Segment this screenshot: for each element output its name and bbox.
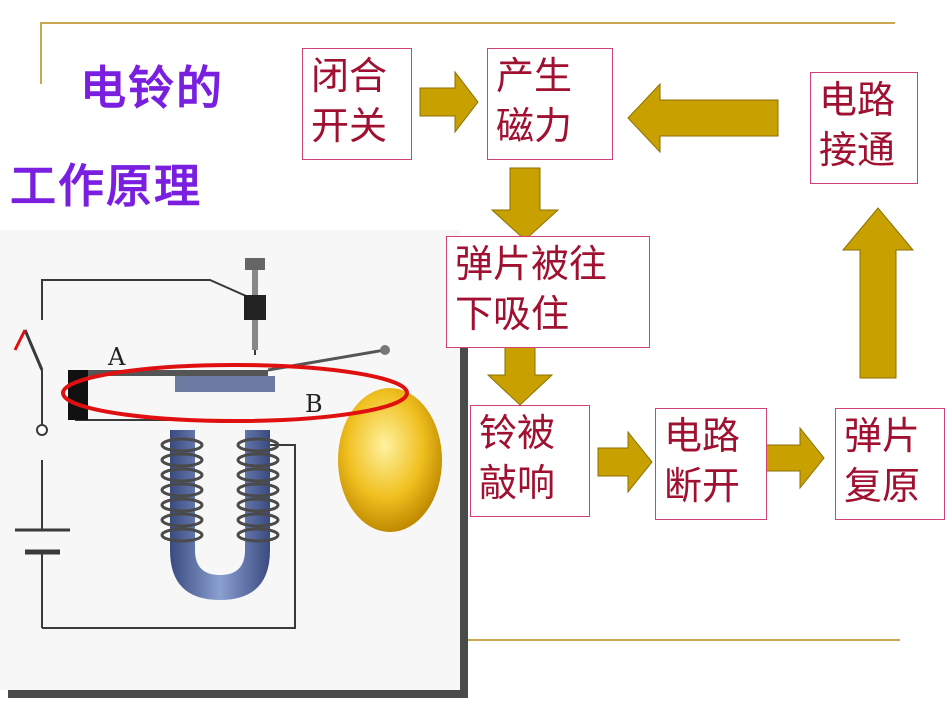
box-spring-pulled-line-2: 下吸住 bbox=[455, 292, 570, 336]
label-a: A bbox=[107, 343, 126, 371]
arrow-left-icon bbox=[627, 82, 779, 154]
box-magnetism-line-2: 磁力 bbox=[496, 104, 573, 148]
top-rule bbox=[40, 22, 895, 24]
box-spring-pulled-line-1: 弹片被往 bbox=[455, 242, 608, 286]
box-close-switch: 闭合 开关 bbox=[302, 48, 412, 160]
electromagnet-icon bbox=[160, 430, 280, 600]
box-circuit-off-line-1: 电路 bbox=[664, 414, 741, 458]
arrow-up-icon bbox=[841, 207, 915, 379]
box-bell-rings: 铃被 敲响 bbox=[470, 405, 590, 517]
box-spring-reset: 弹片 复原 bbox=[835, 408, 945, 520]
bottom-rule bbox=[460, 639, 900, 641]
switch-icon bbox=[13, 329, 48, 436]
box-close-switch-line-1: 闭合 bbox=[311, 54, 388, 98]
battery-icon bbox=[15, 528, 70, 555]
label-b: B bbox=[305, 390, 323, 418]
gong-icon bbox=[338, 388, 442, 532]
box-bell-rings-line-1: 铃被 bbox=[479, 411, 556, 455]
arrow-down-1-icon bbox=[490, 167, 560, 241]
box-spring-reset-line-1: 弹片 bbox=[844, 414, 921, 458]
arrow-down-2-icon bbox=[486, 341, 554, 406]
box-close-switch-line-2: 开关 bbox=[311, 104, 388, 148]
box-circuit-on: 电路 接通 bbox=[810, 72, 918, 184]
arrow-right-3-icon bbox=[764, 426, 825, 490]
arrow-right-1-icon bbox=[419, 70, 479, 134]
circuit-wires bbox=[41, 279, 296, 629]
box-magnetism-line-1: 产生 bbox=[496, 54, 573, 98]
highlight-ellipse bbox=[61, 363, 409, 423]
title-line-1: 电铃的 bbox=[80, 61, 224, 115]
bell-circuit-drawing: A B bbox=[13, 258, 442, 629]
box-circuit-on-line-1: 电路 bbox=[819, 78, 896, 122]
box-bell-rings-line-2: 敲响 bbox=[479, 461, 556, 505]
box-magnetism: 产生 磁力 bbox=[487, 48, 613, 160]
contact-screw-icon bbox=[244, 258, 266, 350]
box-circuit-off-line-2: 断开 bbox=[664, 464, 741, 508]
electric-bell-illustration: A B bbox=[0, 230, 460, 690]
box-circuit-on-line-2: 接通 bbox=[819, 128, 896, 172]
box-spring-pulled: 弹片被往 下吸住 bbox=[446, 236, 650, 348]
title-line-2: 工作原理 bbox=[10, 159, 202, 213]
left-rule bbox=[40, 22, 42, 84]
box-circuit-off: 电路 断开 bbox=[655, 408, 767, 520]
box-spring-reset-line-2: 复原 bbox=[844, 464, 921, 508]
arrow-right-2-icon bbox=[597, 430, 653, 494]
